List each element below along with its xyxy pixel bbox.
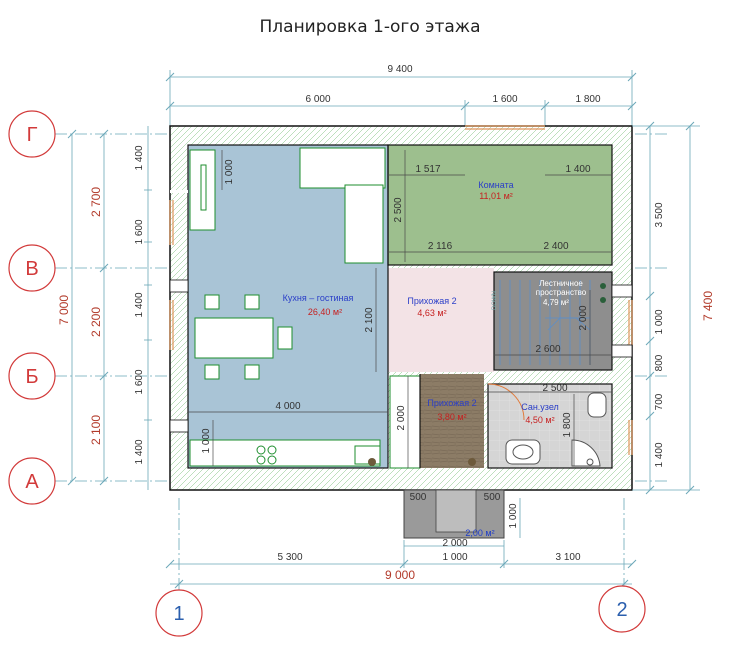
- inner-dimensions: 1 517 1 400 2 500 2 116 2 400 2 100 2 60…: [188, 150, 612, 468]
- axis-label-g: Г: [27, 124, 38, 146]
- dim-2500-vert: 2 500: [393, 197, 404, 222]
- porch-inner: [435, 489, 477, 533]
- dim-top-1800: 1 800: [575, 94, 600, 105]
- room-hall-b-area: 3,80 м²: [437, 412, 466, 422]
- dim-top-1600: 1 600: [492, 94, 517, 105]
- dim-left-2700: 2 700: [89, 187, 103, 217]
- left-dimensions: 7 000 2 700 2 200 2 100 1 400 1 600 1 40…: [57, 126, 152, 490]
- inner-walls: [187, 144, 613, 469]
- room-hall-a-name: Прихожая 2: [407, 296, 456, 306]
- room-kitchen-name: Кухня – гостиная: [283, 293, 354, 303]
- dim-4000: 4 000: [275, 401, 300, 412]
- room-bath-name: Сан.узел: [521, 402, 559, 412]
- dim-porch-500-b: 500: [484, 492, 501, 503]
- dim-bottom-3100: 3 100: [555, 552, 580, 563]
- axis-label-1: 1: [173, 603, 184, 625]
- dim-right-700: 700: [654, 393, 665, 410]
- dim-2100: 2 100: [364, 307, 375, 332]
- dim-1000-a: 1 000: [224, 159, 235, 184]
- dim-2500-horiz: 2 500: [542, 383, 567, 394]
- dim-left-in-5: 1 400: [134, 439, 145, 464]
- dim-right-1400: 1 400: [654, 442, 665, 467]
- dim-top-6000: 6 000: [305, 94, 330, 105]
- dim-left-2200: 2 200: [89, 307, 103, 337]
- room-hall-b-fill: [420, 374, 484, 468]
- dim-2400: 2 400: [543, 241, 568, 252]
- porch-area: 2,00 м²: [465, 528, 494, 538]
- dim-left-in-1: 1 400: [134, 145, 145, 170]
- dim-right-1000: 1 000: [654, 309, 665, 334]
- right-dimensions: 7 400 3 500 1 000 800 700 1 400: [632, 121, 715, 495]
- light-icon: [600, 297, 606, 303]
- bottom-dimensions: 500 500 1 000 2 000 5 300 1 000 3 100 9 …: [165, 492, 637, 589]
- dim-right-3500: 3 500: [654, 202, 665, 227]
- room-kitchen-area: 26,40 м²: [308, 307, 342, 317]
- dim-1800: 1 800: [562, 412, 573, 437]
- dim-1000-b: 1 000: [201, 428, 212, 453]
- dim-left-in-2: 1 600: [134, 219, 145, 244]
- staircase: [499, 280, 591, 365]
- dim-bottom-5300: 5 300: [277, 552, 302, 563]
- dim-porch-1000: 1 000: [508, 503, 519, 528]
- top-dimensions: 9 400 6 000 1 600 1 800: [165, 64, 637, 126]
- dim-2600: 2 600: [535, 344, 560, 355]
- dim-bottom-1000: 1 000: [442, 552, 467, 563]
- dim-left-in-4: 1 600: [134, 369, 145, 394]
- room-komnata-name: Комната: [478, 180, 513, 190]
- dim-2000-closet: 2 000: [396, 405, 407, 430]
- room-labels: Комната 11,01 м² Кухня – гостиная 26,40 …: [283, 180, 587, 538]
- dim-right-total: 7 400: [701, 291, 715, 321]
- room-komnata-area: 11,01 м²: [479, 191, 513, 201]
- dim-right-800: 800: [654, 354, 665, 371]
- dim-porch-500-a: 500: [410, 492, 427, 503]
- plant-icon: [468, 458, 476, 466]
- axis-label-2: 2: [616, 599, 627, 621]
- room-hall-a-fill: [388, 268, 494, 372]
- stairs-direction-label: DOWN: [492, 291, 498, 310]
- windows: [169, 125, 633, 455]
- dim-left-2100: 2 100: [89, 415, 103, 445]
- plant-icon: [368, 458, 376, 466]
- dim-2000-stairs: 2 000: [578, 305, 589, 330]
- room-bath-area: 4,50 м²: [525, 415, 554, 425]
- dim-left-total: 7 000: [57, 295, 71, 325]
- axis-label-b: Б: [25, 366, 38, 388]
- dim-1517: 1 517: [415, 164, 440, 175]
- page-title: Планировка 1-ого этажа: [260, 17, 481, 37]
- room-stairs-fill: [494, 272, 612, 370]
- axis-label-a: А: [25, 471, 39, 493]
- dim-porch-2000: 2 000: [442, 538, 467, 549]
- kitchen-furniture: [189, 147, 386, 467]
- dim-left-in-3: 1 400: [134, 292, 145, 317]
- light-icon: [600, 283, 606, 289]
- axis-label-v: В: [25, 258, 38, 280]
- dim-top-total: 9 400: [387, 64, 412, 75]
- room-hall-a-area: 4,63 м²: [417, 308, 446, 318]
- bath-fixtures: [505, 392, 607, 467]
- room-komnata-fill: [388, 145, 612, 265]
- dim-bottom-total: 9 000: [385, 568, 415, 582]
- dim-1400-top: 1 400: [565, 164, 590, 175]
- room-stairs-area: 4,79 м²: [543, 298, 569, 307]
- room-hall-b-name: Прихожая 2: [427, 398, 476, 408]
- axis-bubbles: Г В Б А 1 2: [8, 110, 646, 637]
- dim-2116: 2 116: [428, 241, 453, 252]
